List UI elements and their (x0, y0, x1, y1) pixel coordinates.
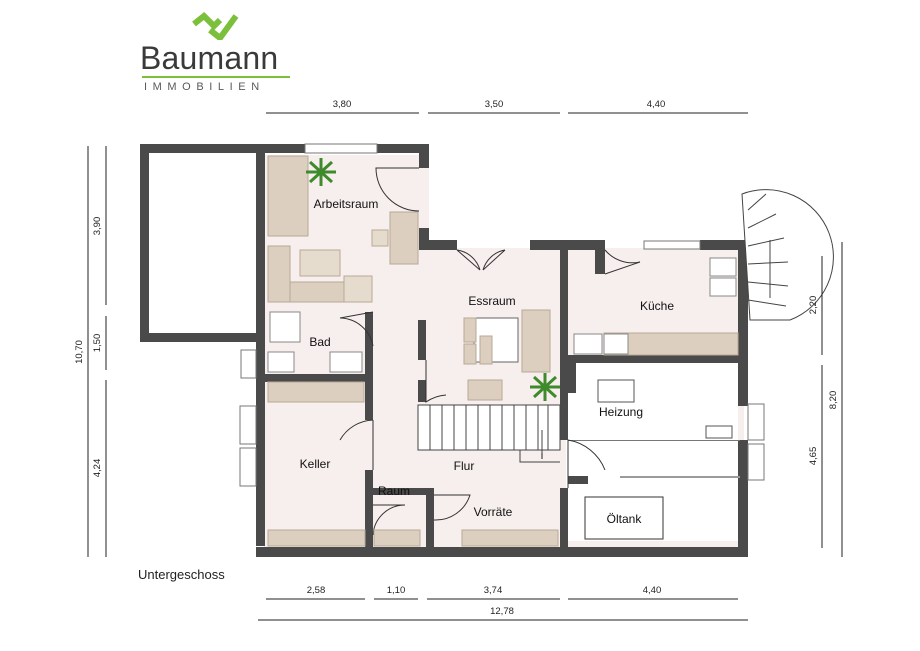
room-label-arbeitsraum: Arbeitsraum (314, 197, 379, 211)
floor-caption: Untergeschoss (138, 567, 225, 582)
dim-left-1: 3,90 (92, 217, 103, 236)
furniture (267, 155, 739, 547)
logo-subtitle: IMMOBILIEN (144, 81, 265, 93)
dimension-lines (87, 112, 843, 621)
dim-left-3: 4,24 (92, 459, 103, 478)
room-label-keller: Keller (300, 457, 331, 471)
plant-icon (306, 158, 560, 401)
room-label-bad: Bad (309, 335, 330, 349)
walls (140, 144, 748, 557)
room-label-essraum: Essraum (468, 294, 515, 308)
dim-bottom-2: 1,10 (387, 585, 406, 596)
dim-right-total: 8,20 (828, 391, 839, 410)
dim-left-total: 10,70 (74, 340, 85, 364)
dim-right-1: 2,20 (808, 296, 819, 315)
dim-top-3: 4,40 (647, 99, 666, 110)
dim-top-2: 3,50 (485, 99, 504, 110)
room-label-flur: Flur (454, 459, 475, 473)
room-label-raum: Raum (378, 484, 410, 498)
doors (339, 167, 641, 536)
dim-left-2: 1,50 (92, 334, 103, 353)
dim-bottom-3: 3,74 (484, 585, 503, 596)
logo-underline (142, 76, 290, 78)
dim-bottom-total: 12,78 (490, 606, 514, 617)
logo-name: Baumann (140, 40, 279, 76)
room-label-kueche: Küche (640, 299, 674, 313)
dim-bottom-4: 4,40 (643, 585, 662, 596)
dim-right-2: 4,65 (808, 447, 819, 466)
room-label-vorraete: Vorräte (474, 505, 513, 519)
dim-top-1: 3,80 (333, 99, 352, 110)
stairs (417, 189, 834, 463)
logo-check-icon (192, 11, 239, 40)
room-label-oeltank: Öltank (607, 512, 643, 526)
windows (239, 143, 765, 487)
dim-bottom-1: 2,58 (307, 585, 326, 596)
room-label-heizung: Heizung (599, 405, 643, 419)
